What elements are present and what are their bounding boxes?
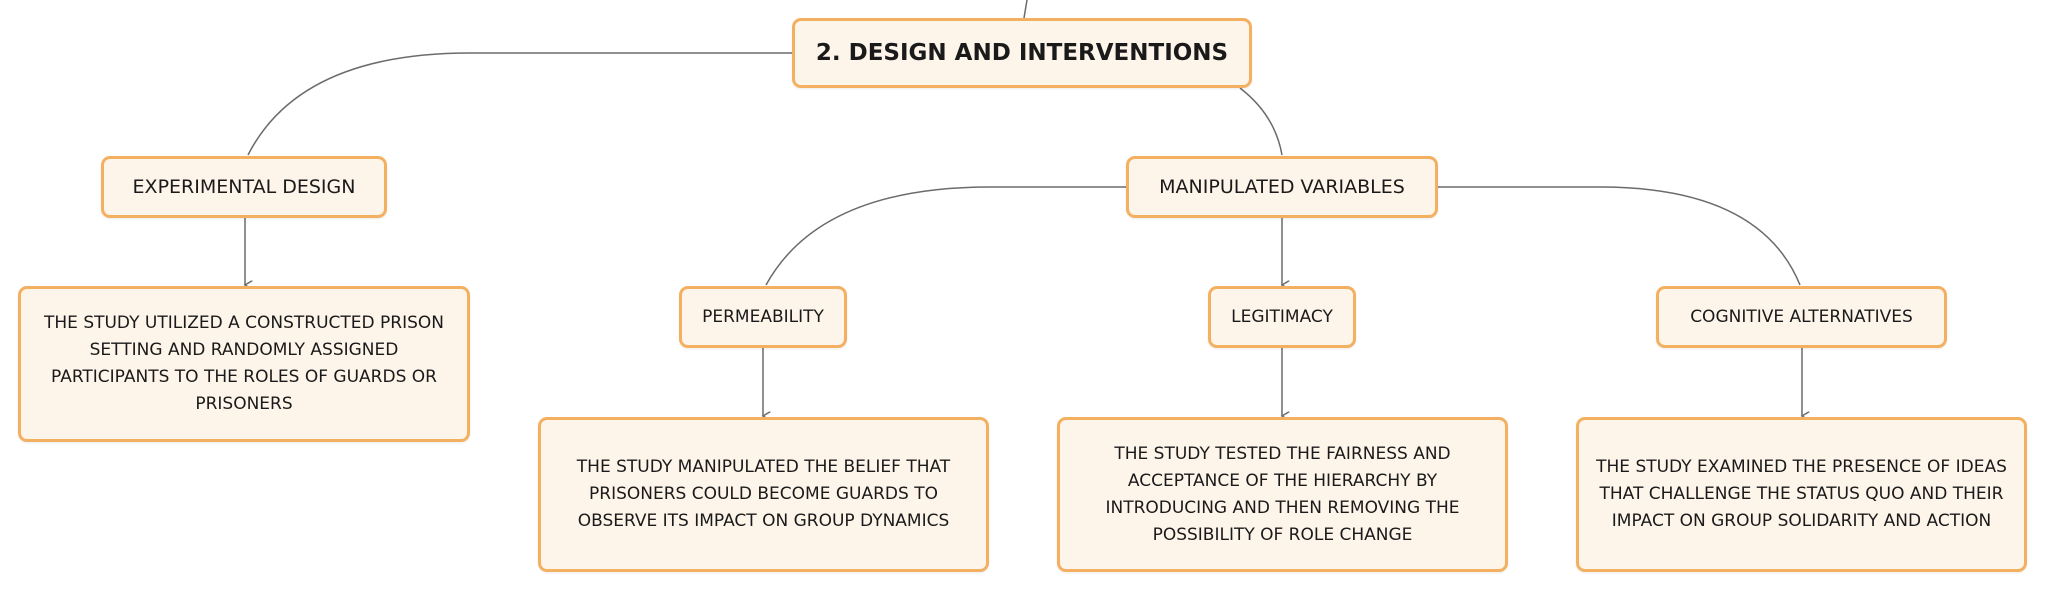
cognitive-alternatives-description: THE STUDY EXAMINED THE PRESENCE OF IDEAS… <box>1596 457 2007 531</box>
connector-mv-cognitive-alternatives <box>1438 186 1801 286</box>
cognitive-alternatives-description-node[interactable]: THE STUDY EXAMINED THE PRESENCE OF IDEAS… <box>1576 417 2027 572</box>
experimental-design-description: THE STUDY UTILIZED A CONSTRUCTED PRISON … <box>44 313 444 414</box>
permeability-node[interactable]: PERMEABILITY <box>679 286 847 348</box>
permeability-description: THE STUDY MANIPULATED THE BELIEF THAT PR… <box>576 457 951 531</box>
root-topic-node[interactable]: 2. DESIGN AND INTERVENTIONS <box>792 18 1252 88</box>
experimental-design-label: EXPERIMENTAL DESIGN <box>132 176 356 198</box>
manipulated-variables-label: MANIPULATED VARIABLES <box>1159 176 1405 198</box>
cognitive-alternatives-node[interactable]: COGNITIVE ALTERNATIVES <box>1656 286 1947 348</box>
permeability-label: PERMEABILITY <box>702 307 824 327</box>
legitimacy-description-node[interactable]: THE STUDY TESTED THE FAIRNESS AND ACCEPT… <box>1057 417 1508 572</box>
connector-root-manipulated-variables <box>1239 87 1283 156</box>
manipulated-variables-node[interactable]: MANIPULATED VARIABLES <box>1126 156 1438 218</box>
legitimacy-description: THE STUDY TESTED THE FAIRNESS AND ACCEPT… <box>1105 443 1460 545</box>
experimental-design-description-node[interactable]: THE STUDY UTILIZED A CONSTRUCTED PRISON … <box>18 286 470 442</box>
connector-incoming-root <box>1023 0 1028 19</box>
cognitive-alternatives-label: COGNITIVE ALTERNATIVES <box>1690 307 1913 327</box>
legitimacy-node[interactable]: LEGITIMACY <box>1208 286 1356 348</box>
legitimacy-label: LEGITIMACY <box>1231 307 1333 327</box>
permeability-description-node[interactable]: THE STUDY MANIPULATED THE BELIEF THAT PR… <box>538 417 989 572</box>
connector-mv-permeability <box>765 186 1126 286</box>
experimental-design-node[interactable]: EXPERIMENTAL DESIGN <box>101 156 387 218</box>
connector-root-experimental-design <box>247 52 792 156</box>
root-topic-label: 2. DESIGN AND INTERVENTIONS <box>815 40 1229 66</box>
